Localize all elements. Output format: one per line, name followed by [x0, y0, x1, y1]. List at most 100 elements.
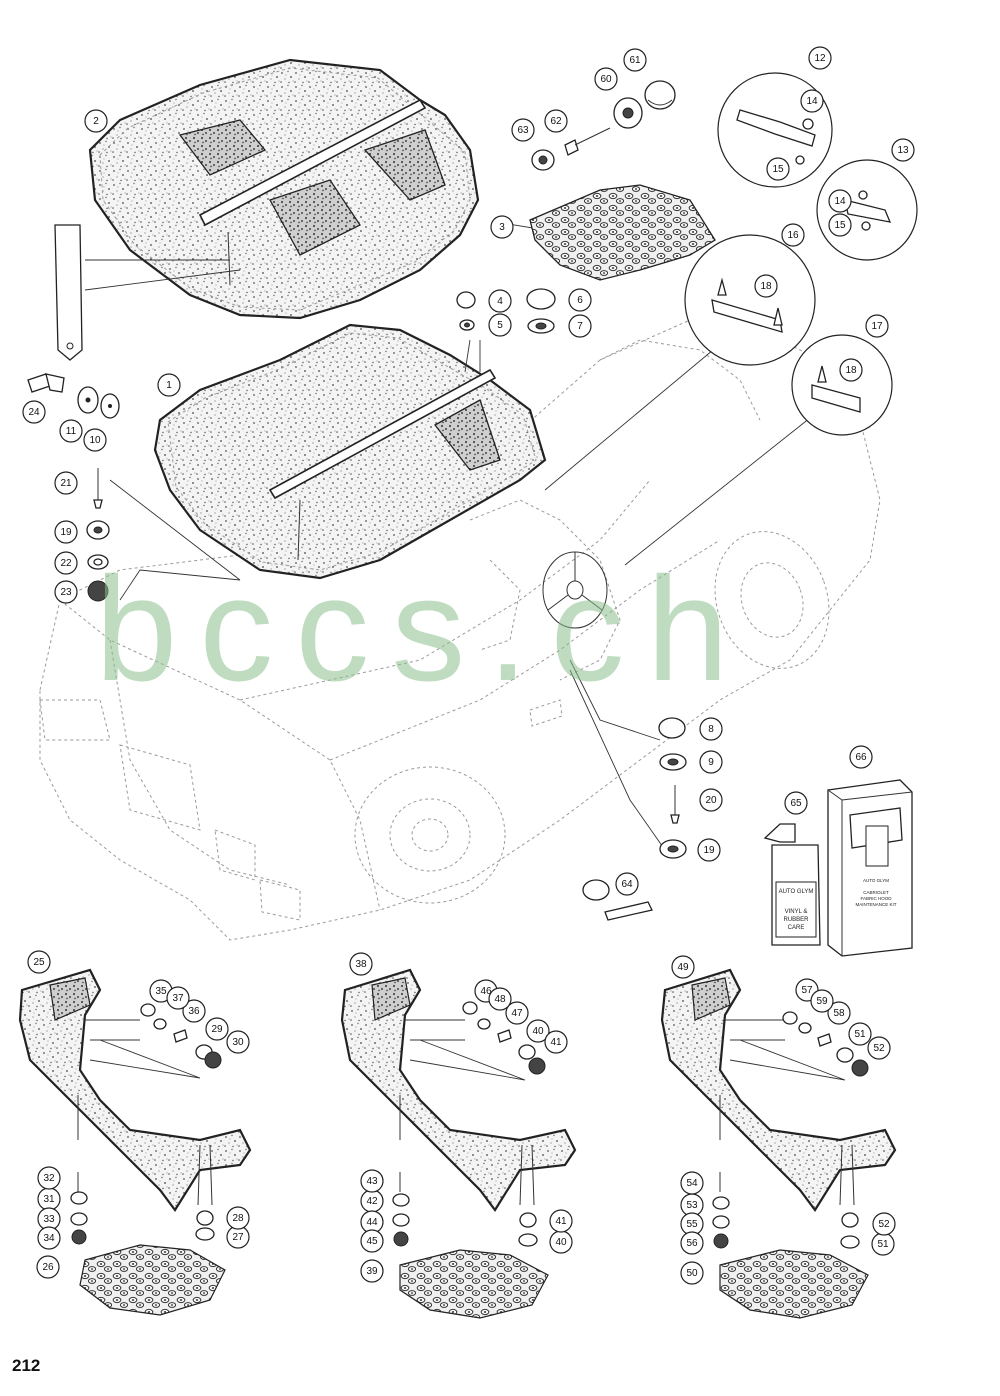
callout-number: 50 [686, 1268, 698, 1279]
callout-number: 29 [211, 1024, 223, 1035]
callout-circle [800, 89, 824, 113]
callout-number: 23 [60, 587, 72, 598]
callout-number: 18 [845, 365, 857, 376]
callout-circle [680, 1171, 704, 1195]
callout-number: 56 [686, 1238, 698, 1249]
callout-circle [828, 189, 852, 213]
trim-panel-set-38 [340, 968, 577, 1319]
callout-number: 39 [366, 1266, 378, 1277]
callout-circle [488, 289, 512, 313]
callout-circle [54, 551, 78, 575]
callout-23: 23 [54, 580, 78, 604]
callout-number: 55 [686, 1219, 698, 1230]
kit-name-line2: FABRIC HOOD [860, 896, 892, 901]
callout-number: 49 [677, 962, 689, 973]
callout-45: 45 [360, 1229, 384, 1253]
callout-number: 9 [708, 757, 714, 768]
callout-circle [697, 838, 721, 862]
callout-circle [226, 1206, 250, 1230]
callout-18: 18 [754, 274, 778, 298]
callout-circle [360, 1169, 384, 1193]
callout-40: 40 [549, 1230, 573, 1254]
callout-48: 48 [488, 987, 512, 1011]
callout-number: 51 [854, 1029, 866, 1040]
fastener-components [582, 717, 687, 921]
callout-circle [848, 1022, 872, 1046]
callout-number: 33 [43, 1214, 55, 1225]
callout-circle [568, 314, 592, 338]
callout-13: 13 [891, 138, 915, 162]
callout-61: 61 [623, 48, 647, 72]
callout-17: 17 [865, 314, 889, 338]
callout-number: 26 [42, 1262, 54, 1273]
car-outline [39, 319, 881, 941]
callout-circle [784, 791, 808, 815]
callout-circle [36, 1255, 60, 1279]
callout-number: 16 [787, 230, 799, 241]
callout-circle [226, 1030, 250, 1054]
bottle-name-line2: RUBBER [783, 917, 809, 923]
callout-circle [511, 118, 535, 142]
callout-circle [568, 288, 592, 312]
callout-59: 59 [810, 989, 834, 1013]
kit-brand: AUTO GLYM [863, 878, 889, 883]
callout-circle [205, 1017, 229, 1041]
callout-circle [754, 274, 778, 298]
callout-47: 47 [505, 1001, 529, 1025]
callout-number: 11 [66, 426, 77, 437]
callout-number: 48 [494, 994, 506, 1005]
page-number: 212 [12, 1356, 41, 1375]
callout-number: 41 [555, 1216, 567, 1227]
callout-number: 46 [480, 986, 492, 997]
callout-39: 39 [360, 1259, 384, 1283]
callout-circle [360, 1229, 384, 1253]
callout-50: 50 [680, 1261, 704, 1285]
callout-19: 19 [54, 520, 78, 544]
callout-number: 22 [60, 558, 72, 569]
callout-8: 8 [699, 717, 723, 741]
callout-number: 52 [878, 1219, 890, 1230]
callout-number: 10 [89, 435, 101, 446]
callout-circle [891, 138, 915, 162]
callout-42: 42 [360, 1189, 384, 1213]
callout-number: 30 [232, 1037, 244, 1048]
callout-54: 54 [680, 1171, 704, 1195]
callout-36: 36 [182, 999, 206, 1023]
callout-number: 63 [517, 125, 529, 136]
callout-number: 12 [814, 53, 826, 64]
callout-circle [699, 717, 723, 741]
leader-lines [84, 222, 821, 851]
bottle-name-line3: CARE [788, 925, 805, 931]
callout-circle [37, 1226, 61, 1250]
callout-circle [865, 314, 889, 338]
tonneau-cover-lower [153, 323, 547, 580]
callout-number: 27 [232, 1232, 244, 1243]
callout-number: 32 [43, 1173, 55, 1184]
callout-20: 20 [699, 788, 723, 812]
callout-number: 28 [232, 1213, 244, 1224]
callout-circle [699, 788, 723, 812]
callout-44: 44 [360, 1210, 384, 1234]
callout-43: 43 [360, 1169, 384, 1193]
bottle-name-line1: VINYL & [785, 909, 808, 915]
callout-62: 62 [544, 109, 568, 133]
callout-5: 5 [488, 313, 512, 337]
callout-circle [808, 46, 832, 70]
callout-1: 1 [157, 373, 181, 397]
callout-number: 35 [155, 986, 167, 997]
callout-28: 28 [226, 1206, 250, 1230]
callout-number: 2 [93, 116, 99, 127]
callout-number: 65 [790, 798, 802, 809]
callout-number: 13 [897, 145, 909, 156]
callout-circle [27, 950, 51, 974]
callout-number: 37 [172, 993, 184, 1004]
callout-number: 25 [33, 957, 45, 968]
callout-2: 2 [84, 109, 108, 133]
callout-58: 58 [827, 1001, 851, 1025]
callout-circle [22, 400, 46, 424]
callout-60: 60 [594, 67, 618, 91]
callout-52: 52 [872, 1212, 896, 1236]
callout-52: 52 [867, 1036, 891, 1060]
callout-number: 4 [497, 296, 503, 307]
trim-panel-set-25 [18, 968, 252, 1316]
